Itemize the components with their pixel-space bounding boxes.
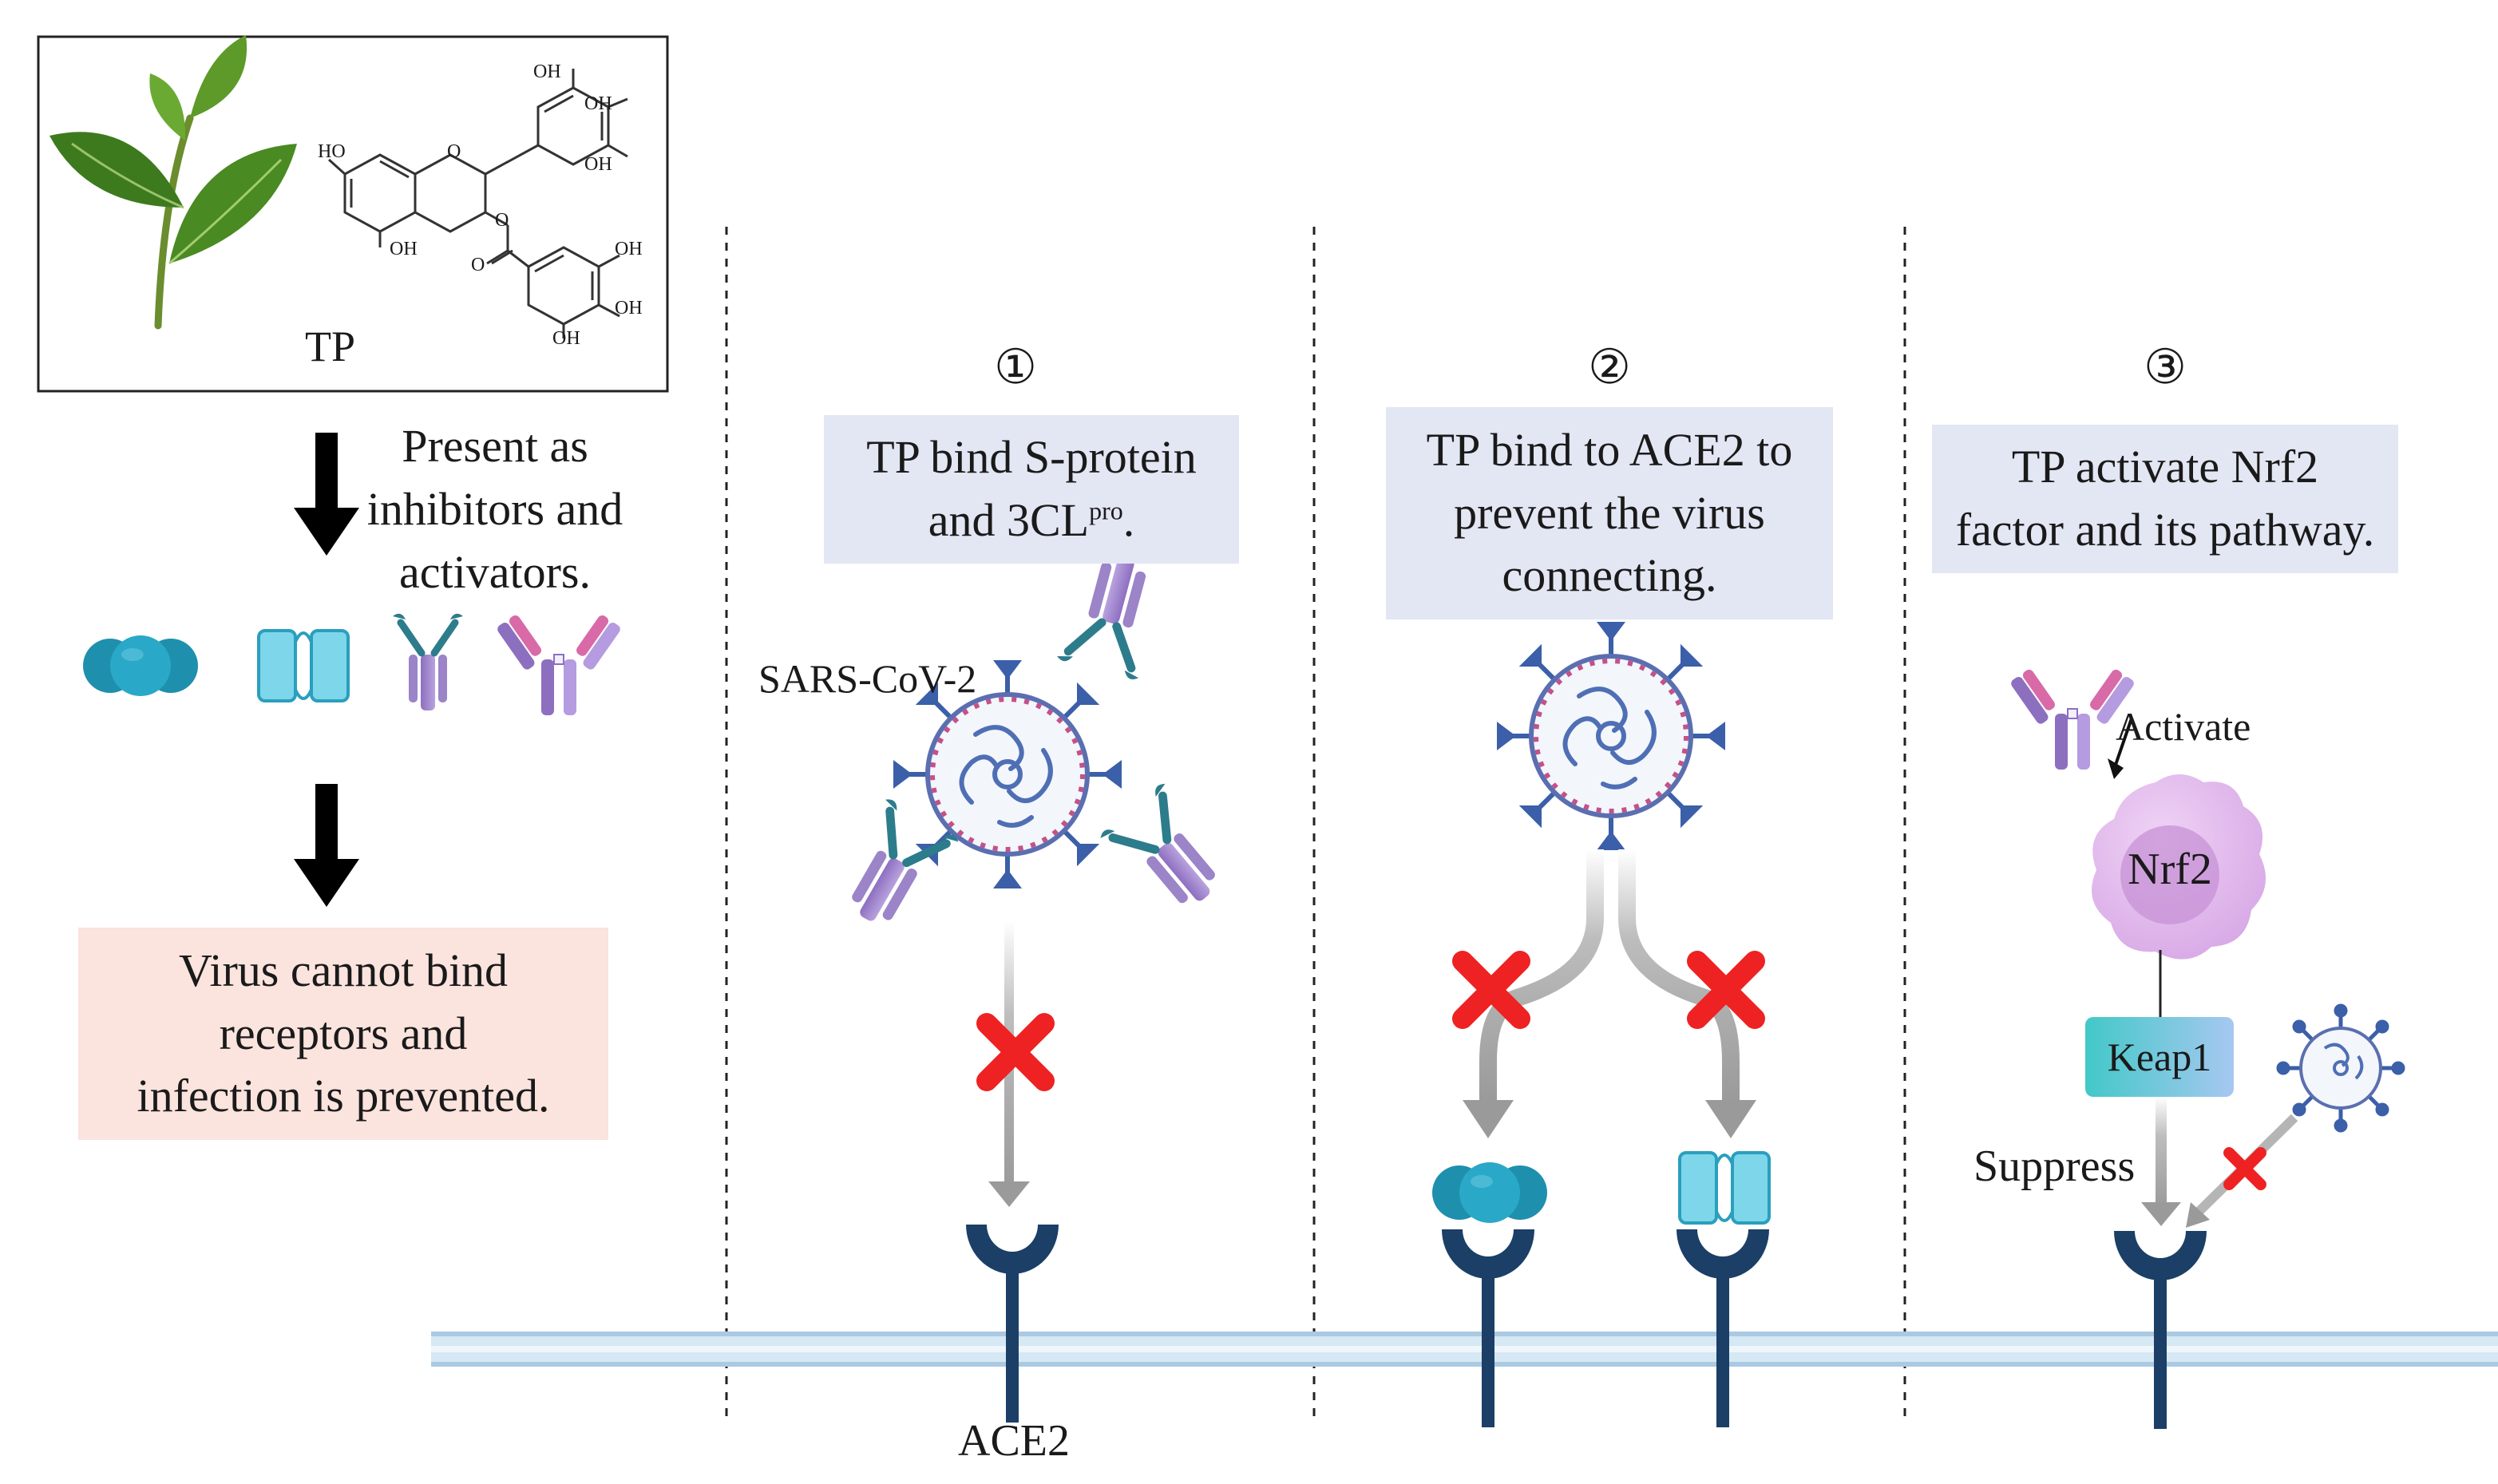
step-text-3: TP activate Nrf2 factor and its pathway.	[1955, 441, 2375, 556]
oh-label: OH	[584, 93, 612, 114]
cell-membrane	[431, 1332, 2498, 1367]
result-box: Virus cannot bind receptors and infectio…	[78, 928, 608, 1140]
ring-o-label: O	[447, 141, 461, 162]
ace2-receptor-icon	[1442, 1229, 1534, 1427]
tea-leaf-icon	[49, 35, 297, 330]
antibody-small-icon	[393, 614, 463, 710]
carbonyl-o-label: O	[471, 255, 485, 275]
step-box-2: TP bind to ACE2 to prevent the virus con…	[1386, 407, 1833, 619]
ace2-receptor-icon	[1677, 1229, 1769, 1427]
oh-label: OH	[390, 239, 418, 259]
oh-label: OH	[615, 239, 643, 259]
nrf2-cell-icon	[2092, 774, 2266, 960]
step-text-2: TP bind to ACE2 to prevent the virus con…	[1426, 423, 1793, 602]
ho-label: HO	[318, 141, 346, 162]
present-as-text: Present as inhibitors and activators.	[366, 420, 624, 598]
inhibitor-spheres-icon	[83, 635, 198, 696]
egcg-structure-icon	[327, 69, 628, 338]
antibody-large-icon	[494, 612, 624, 716]
step-number-2: ②	[1588, 341, 1631, 394]
step-box-3: TP activate Nrf2 factor and its pathway.	[1932, 425, 2398, 573]
ace2-receptor-icon	[2114, 1231, 2207, 1429]
oh-label: OH	[584, 154, 612, 175]
oh-label: OH	[615, 298, 643, 319]
inhibitor-capsule-icon	[1678, 1151, 1771, 1225]
ace2-label: ACE2	[958, 1416, 1070, 1466]
inhibitor-spheres-icon	[1432, 1162, 1547, 1223]
block-x-icon	[2229, 1153, 2261, 1185]
suppress-arrow	[2141, 1097, 2181, 1226]
step-text-1: TP bind S-protein and 3CLpro.	[866, 431, 1197, 546]
oh-label: OH	[533, 61, 561, 82]
keap1-box	[2085, 1017, 2234, 1097]
panel-dividers	[725, 227, 1906, 1419]
step-box-1: TP bind S-protein and 3CLpro.	[824, 415, 1239, 564]
step-number-3: ③	[2144, 341, 2187, 394]
suppress-label: Suppress	[1973, 1142, 2136, 1191]
activate-arrow	[2108, 718, 2133, 779]
sars-cov-2-label: SARS-CoV-2	[758, 656, 977, 701]
left-flow-arrows	[294, 433, 359, 907]
s-protein-antibody-icon	[1056, 547, 1168, 681]
virus-small-icon	[2278, 1006, 2403, 1130]
nrf2-label: Nrf2	[2128, 845, 2212, 894]
tp-label: TP	[305, 323, 356, 370]
activate-label: Activate	[2116, 704, 2251, 749]
blocked-arrows-2	[1479, 849, 1740, 1102]
step-number-1: ①	[994, 341, 1037, 394]
result-text: Virus cannot bind receptors and infectio…	[137, 944, 550, 1122]
keap1-label: Keap1	[2107, 1035, 2212, 1079]
ace2-receptor-icon	[966, 1225, 1059, 1423]
s-protein-antibody-icon	[1099, 782, 1237, 924]
inhibitor-capsule-icon	[257, 629, 350, 702]
virus-icon	[1499, 624, 1723, 848]
block-x-icon	[987, 1023, 1044, 1081]
ester-o-label: O	[495, 210, 509, 231]
oh-label: OH	[552, 328, 580, 349]
